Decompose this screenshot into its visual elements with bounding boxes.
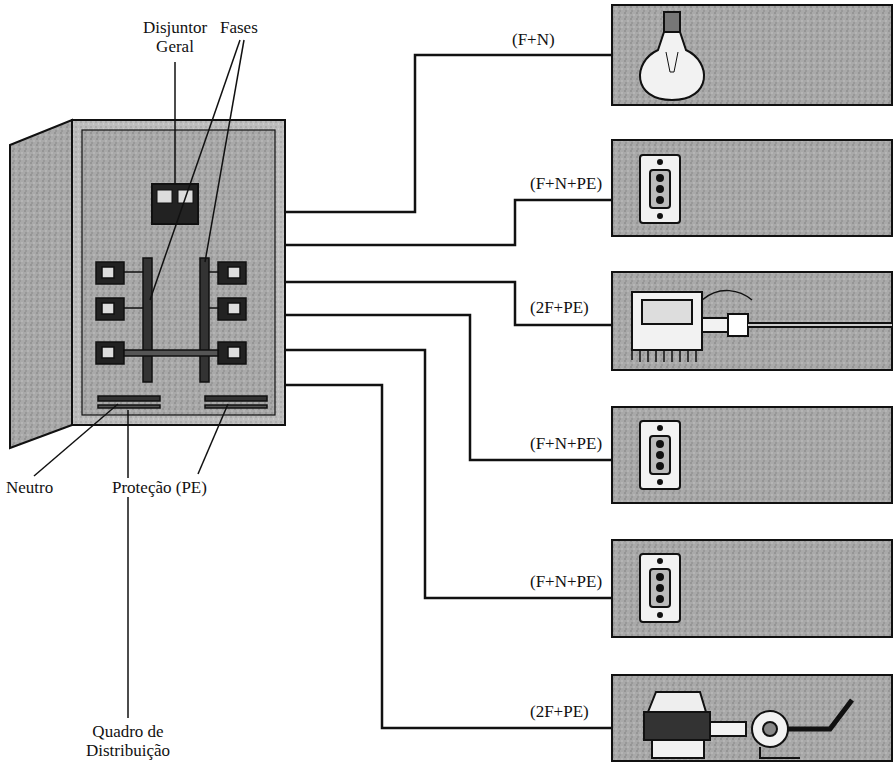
outlet-icon bbox=[640, 155, 680, 223]
part-label: Disjuntor Geral bbox=[128, 18, 222, 56]
heater-icon bbox=[632, 291, 892, 362]
leader-lines bbox=[34, 40, 244, 718]
circuit-breakers bbox=[96, 262, 246, 364]
part-label: Quadro de Distribuição bbox=[71, 722, 185, 760]
phase-bars bbox=[124, 258, 218, 382]
part-label: Fases bbox=[218, 18, 260, 37]
wire-label: (F+N) bbox=[510, 30, 557, 49]
main-breaker bbox=[152, 184, 198, 224]
neutral-and-earth-bars bbox=[98, 396, 267, 408]
wire-label: (F+N+PE) bbox=[528, 174, 604, 193]
wire-label: (2F+PE) bbox=[528, 298, 591, 317]
wire-label: (2F+PE) bbox=[528, 702, 591, 721]
outlet-icon bbox=[640, 554, 680, 622]
motor-icon bbox=[644, 692, 852, 758]
lamp-icon bbox=[640, 12, 704, 100]
wire-label: (F+N+PE) bbox=[528, 572, 604, 591]
distribution-board bbox=[10, 120, 285, 448]
part-label: Proteção (PE) bbox=[110, 478, 209, 497]
load-panels bbox=[612, 5, 892, 761]
circuit-wires bbox=[285, 55, 612, 728]
wire-label: (F+N+PE) bbox=[528, 434, 604, 453]
outlet-icon bbox=[640, 421, 680, 489]
part-label: Neutro bbox=[4, 478, 55, 497]
